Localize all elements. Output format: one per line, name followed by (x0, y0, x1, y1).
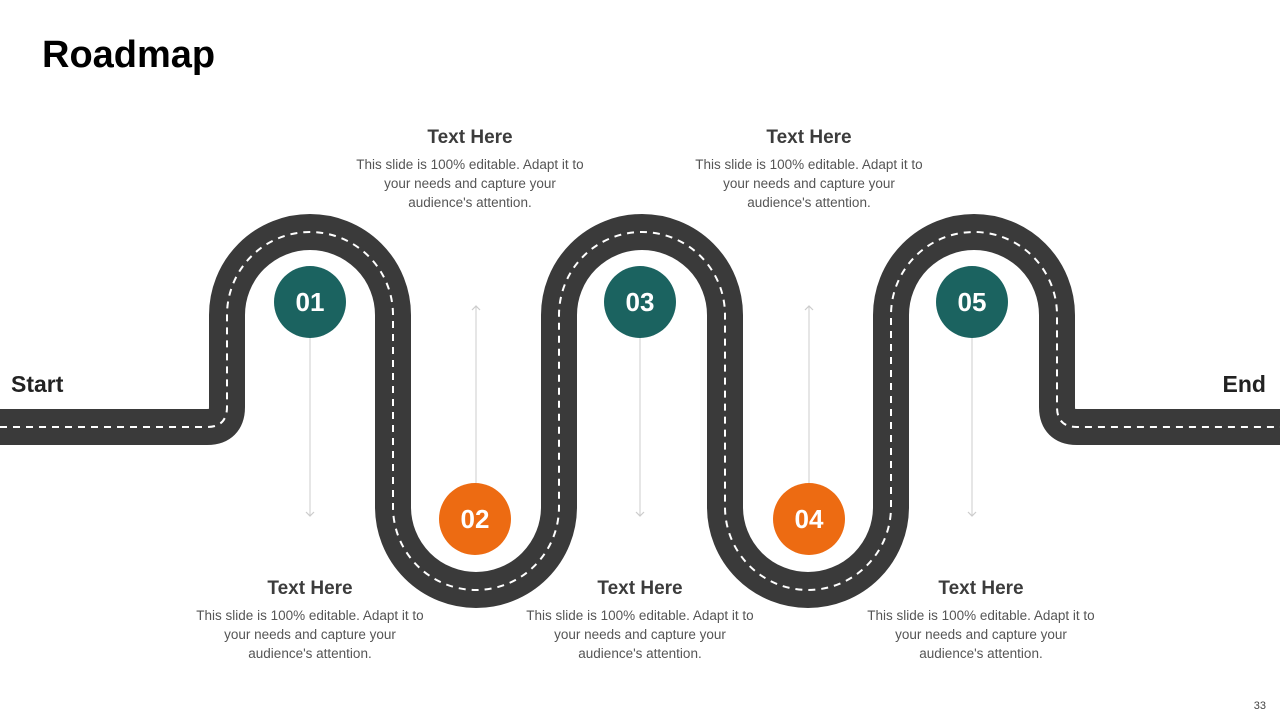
page-title: Roadmap (42, 34, 216, 76)
text-block-05: Text Here This slide is 100% editable. A… (866, 578, 1096, 663)
road-surface (0, 214, 1280, 608)
milestone-03: 03 (604, 266, 676, 338)
step-heading: Text Here (267, 578, 353, 599)
step-heading: Text Here (427, 127, 513, 148)
step-description: This slide is 100% editable. Adapt it to… (356, 157, 584, 210)
road-center-dashes (0, 231, 1280, 591)
step-heading: Text Here (766, 127, 852, 148)
step-description: This slide is 100% editable. Adapt it to… (196, 608, 424, 661)
text-block-02: Text Here This slide is 100% editable. A… (355, 127, 585, 212)
step-description: This slide is 100% editable. Adapt it to… (695, 157, 923, 210)
connector-arrows (305, 305, 977, 517)
step-heading: Text Here (938, 578, 1024, 599)
milestone-01: 01 (274, 266, 346, 338)
step-heading: Text Here (597, 578, 683, 599)
step-description: This slide is 100% editable. Adapt it to… (526, 608, 754, 661)
milestone-02: 02 (439, 483, 511, 555)
step-description: This slide is 100% editable. Adapt it to… (867, 608, 1095, 661)
text-block-04: Text Here This slide is 100% editable. A… (694, 127, 924, 212)
start-label: Start (11, 371, 64, 397)
page-number: 33 (1253, 700, 1266, 712)
milestone-04: 04 (773, 483, 845, 555)
text-block-03: Text Here This slide is 100% editable. A… (525, 578, 755, 663)
end-label: End (1222, 371, 1266, 397)
text-block-01: Text Here This slide is 100% editable. A… (195, 578, 425, 663)
milestone-05: 05 (936, 266, 1008, 338)
